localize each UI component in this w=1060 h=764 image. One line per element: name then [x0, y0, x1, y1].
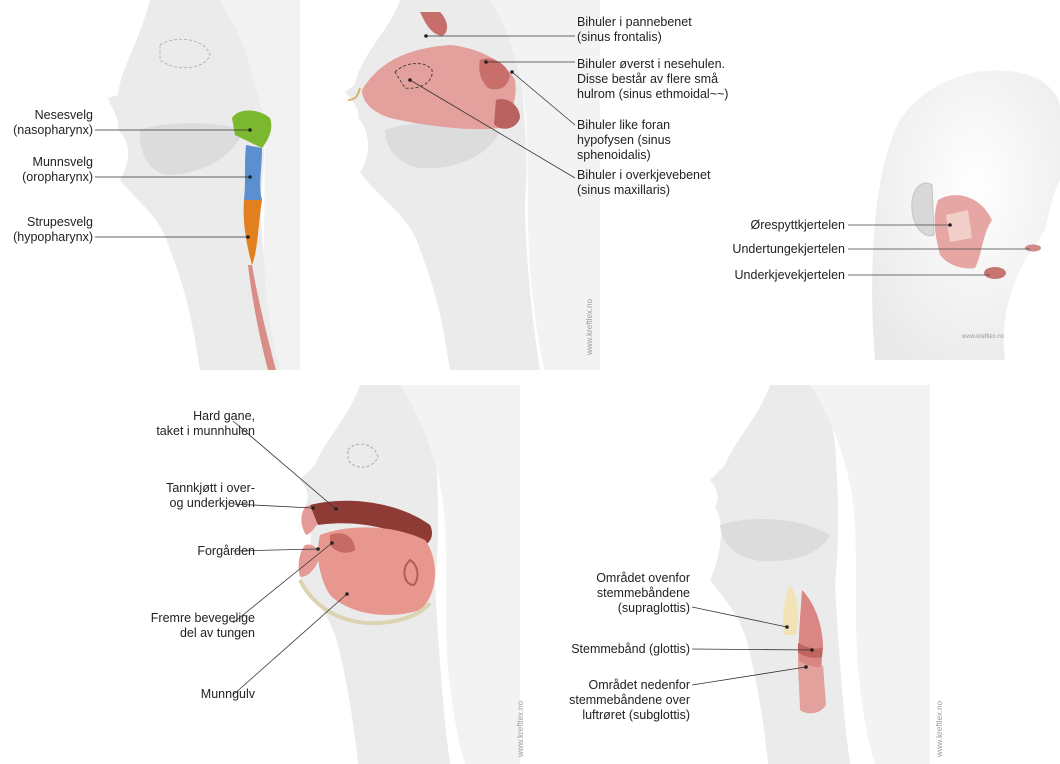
watermark: www.kreftlex.no	[962, 334, 1004, 340]
sublingual-gland	[1025, 245, 1041, 252]
label-parotid: Ørespyttkjertelen	[751, 218, 845, 233]
label-sublingual: Undertungekjertelen	[732, 242, 845, 257]
label-submandibular: Underkjevekjertelen	[735, 268, 845, 283]
pharynx-illustration	[0, 0, 300, 370]
oral-cavity-illustration	[100, 385, 540, 764]
panel-pharynx: Nesesvelg(nasopharynx) Munnsvelg(orophar…	[0, 0, 300, 370]
panel-sinuses: Bihuler i pannebenet(sinus frontalis) Bi…	[300, 0, 760, 370]
label-mouth-floor: Munngulv	[201, 687, 255, 702]
submandibular-gland	[984, 267, 1006, 279]
label-gums: Tannkjøtt i over-og underkjeven	[166, 481, 255, 511]
label-oropharynx: Munnsvelg(oropharynx)	[22, 155, 93, 185]
label-hypopharynx: Strupesvelg(hypopharynx)	[13, 215, 93, 245]
label-nasopharynx: Nesesvelg(nasopharynx)	[13, 108, 93, 138]
panel-oral-cavity: Hard gane,taket i munnhulen Tannkjøtt i …	[100, 385, 540, 764]
panel-salivary-glands: Ørespyttkjertelen Undertungekjertelen Un…	[700, 60, 1060, 360]
watermark: www.kreftlex.no	[935, 701, 944, 757]
glands-illustration	[700, 60, 1060, 360]
label-sinus-maxillaris: Bihuler i overkjevebenet(sinus maxillari…	[577, 168, 710, 198]
label-glottis: Stemmebånd (glottis)	[571, 642, 690, 657]
label-hard-palate: Hard gane,taket i munnhulen	[156, 409, 255, 439]
watermark: www.kreftlex.no	[585, 299, 594, 355]
oropharynx-region	[244, 145, 262, 200]
label-vestibule: Forgården	[197, 544, 255, 559]
label-sinus-frontalis: Bihuler i pannebenet(sinus frontalis)	[577, 15, 692, 45]
watermark: www.kreftlex.no	[516, 701, 525, 757]
